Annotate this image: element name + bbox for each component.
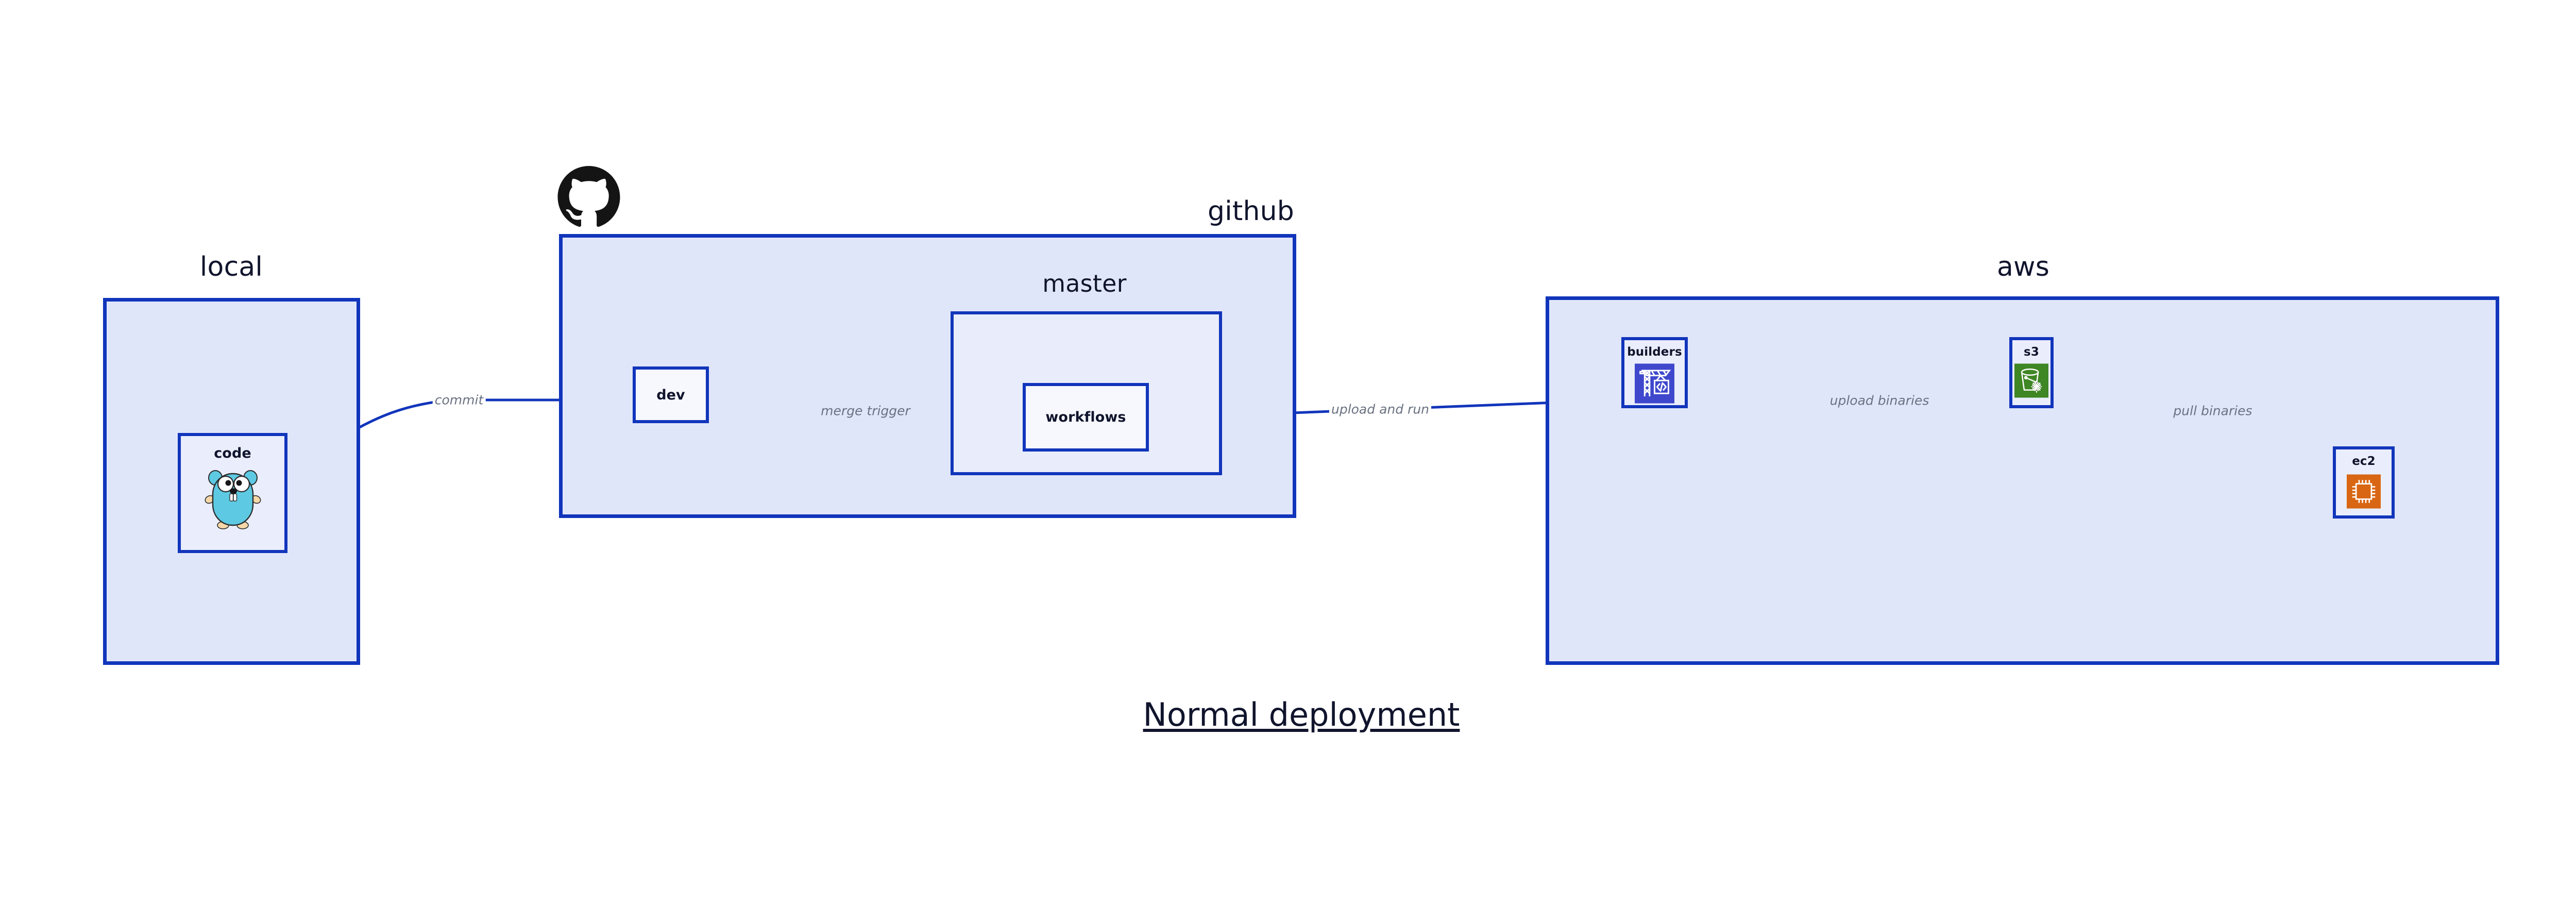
go-gopher-icon xyxy=(205,470,261,529)
node-ec2[interactable]: ec2 xyxy=(2333,446,2395,519)
group-label-local: local xyxy=(199,252,263,282)
node-builders[interactable]: builders xyxy=(1621,337,1688,408)
node-dev-label: dev xyxy=(656,387,685,403)
node-dev[interactable]: dev xyxy=(633,366,709,423)
node-code-label: code xyxy=(214,445,251,461)
edge-label-merge-trigger: merge trigger xyxy=(819,404,912,417)
node-ec2-label: ec2 xyxy=(2352,455,2376,468)
github-octocat-logo xyxy=(557,166,620,227)
node-builders-label: builders xyxy=(1627,345,1682,359)
node-s3-label: s3 xyxy=(2024,345,2039,359)
edge-label-commit: commit xyxy=(432,393,486,407)
node-s3[interactable]: s3 xyxy=(2009,337,2054,408)
group-label-github: github xyxy=(1208,196,1294,227)
node-workflows[interactable]: workflows xyxy=(1023,383,1149,452)
group-label-master: master xyxy=(1042,270,1127,297)
edge-label-pull-binaries: pull binaries xyxy=(2171,404,2255,417)
aws-s3-glacier-icon xyxy=(2014,363,2048,398)
node-code[interactable]: code xyxy=(178,433,287,553)
group-label-aws: aws xyxy=(1996,252,2050,282)
aws-ec2-icon xyxy=(2347,474,2381,509)
node-workflows-label: workflows xyxy=(1045,409,1126,425)
aws-codebuild-icon xyxy=(1635,363,1674,404)
edge-label-upload-binaries: upload binaries xyxy=(1827,394,1931,407)
diagram-caption: Normal deployment xyxy=(1143,696,1460,733)
edge-label-upload-and-run: upload and run xyxy=(1329,403,1432,416)
